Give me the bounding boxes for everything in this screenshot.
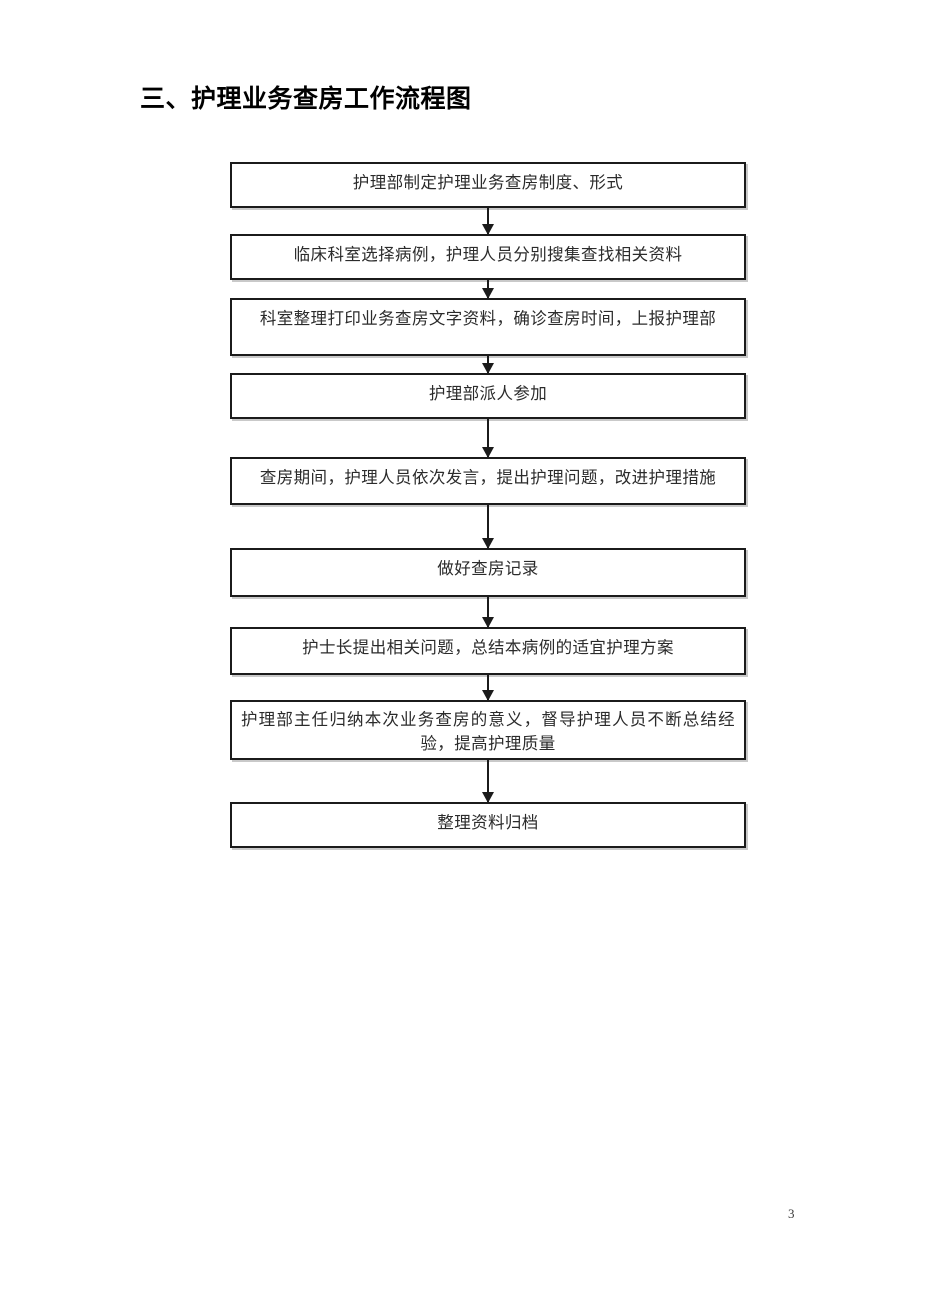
flow-arrow-8-9 bbox=[487, 760, 489, 802]
flow-step-4-label: 护理部派人参加 bbox=[428, 384, 548, 403]
flow-arrow-7-8 bbox=[487, 675, 489, 700]
flow-step-5[interactable]: 查房期间，护理人员依次发言，提出护理问题，改进护理措施 bbox=[230, 457, 746, 505]
flow-step-5-label: 查房期间，护理人员依次发言，提出护理问题，改进护理措施 bbox=[259, 468, 717, 487]
flow-step-6-label: 做好查房记录 bbox=[437, 559, 539, 578]
flow-step-6[interactable]: 做好查房记录 bbox=[230, 548, 746, 597]
flow-arrow-2-3 bbox=[487, 280, 489, 298]
flow-step-7[interactable]: 护士长提出相关问题，总结本病例的适宜护理方案 bbox=[230, 627, 746, 675]
flow-step-2[interactable]: 临床科室选择病例，护理人员分别搜集查找相关资料 bbox=[230, 234, 746, 280]
flow-step-1-label: 护理部制定护理业务查房制度、形式 bbox=[352, 173, 624, 192]
flow-step-1[interactable]: 护理部制定护理业务查房制度、形式 bbox=[230, 162, 746, 208]
flow-arrow-3-4 bbox=[487, 356, 489, 373]
flow-arrow-1-2 bbox=[487, 208, 489, 234]
flow-arrow-6-7 bbox=[487, 597, 489, 627]
page-number: 3 bbox=[788, 1206, 795, 1221]
flow-arrow-5-6 bbox=[487, 505, 489, 548]
flow-arrow-4-5 bbox=[487, 419, 489, 457]
flow-step-3[interactable]: 科室整理打印业务查房文字资料，确诊查房时间，上报护理部 bbox=[230, 298, 746, 356]
flow-step-9[interactable]: 整理资料归档 bbox=[230, 802, 746, 848]
flow-step-7-label: 护士长提出相关问题，总结本病例的适宜护理方案 bbox=[302, 638, 674, 657]
flow-step-4[interactable]: 护理部派人参加 bbox=[230, 373, 746, 419]
flow-step-3-label: 科室整理打印业务查房文字资料，确诊查房时间，上报护理部 bbox=[259, 309, 717, 328]
flow-step-8[interactable]: 护理部主任归纳本次业务查房的意义，督导护理人员不断总结经验，提高护理质量 bbox=[230, 700, 746, 760]
flow-step-8-label: 护理部主任归纳本次业务查房的意义，督导护理人员不断总结经验，提高护理质量 bbox=[241, 710, 735, 753]
page-title: 三、护理业务查房工作流程图 bbox=[140, 85, 472, 113]
flow-step-9-label: 整理资料归档 bbox=[437, 813, 539, 832]
flow-step-2-label: 临床科室选择病例，护理人员分别搜集查找相关资料 bbox=[293, 245, 683, 264]
